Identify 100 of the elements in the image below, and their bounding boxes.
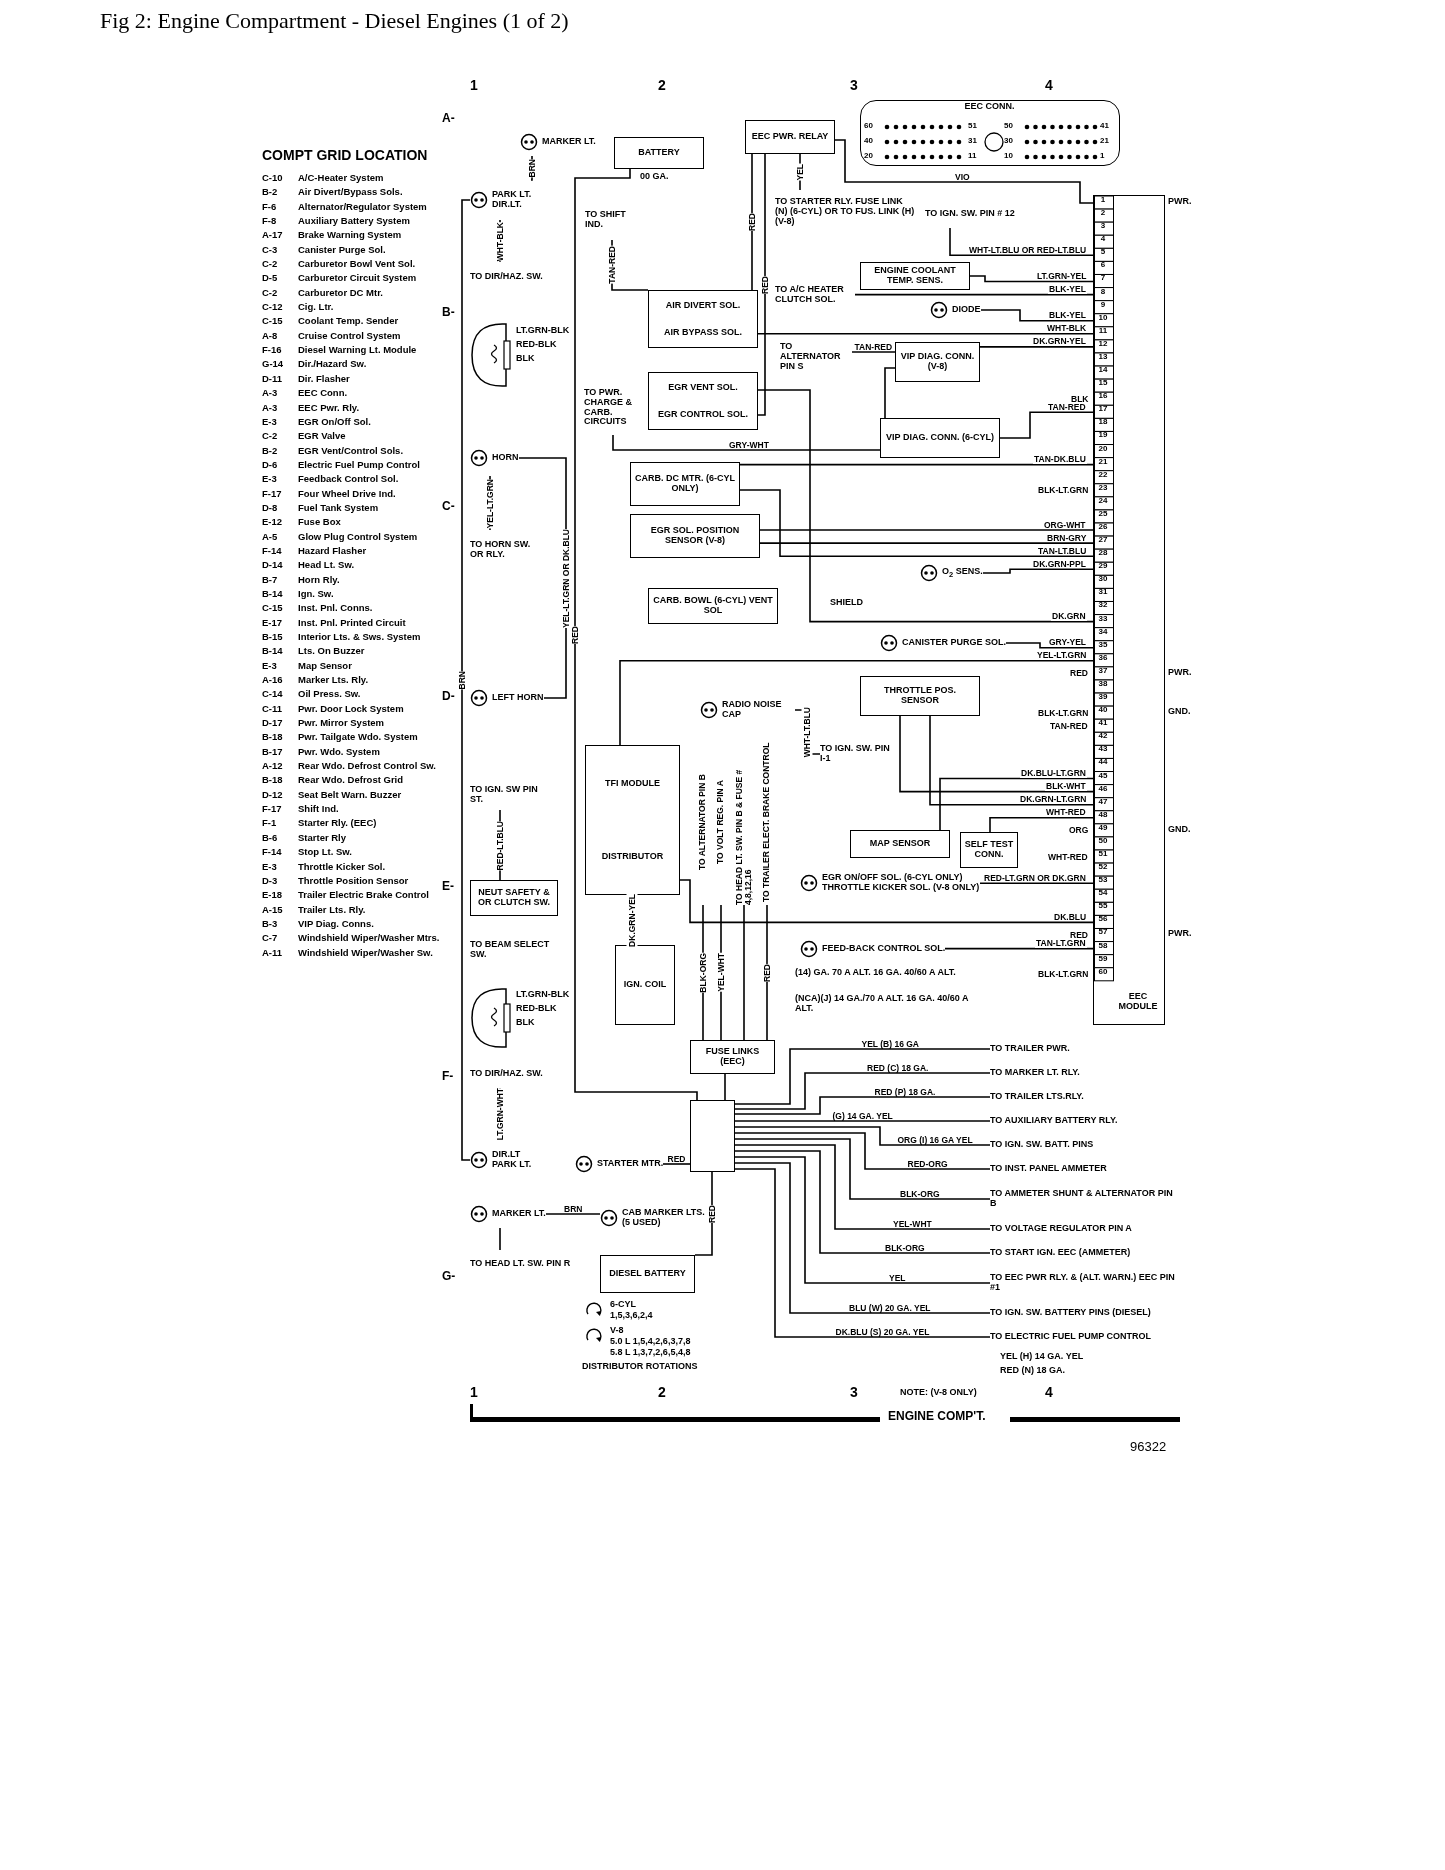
grid-reference: C- <box>442 500 455 514</box>
grid-entry: Throttle Kicker Sol. <box>298 860 387 873</box>
grid-code: C-11 <box>262 702 284 716</box>
destination-note: TO AUXILIARY BATTERY RLY. <box>990 1112 1118 1130</box>
wire <box>679 879 1094 924</box>
component-label: DISTRIBUTOR <box>601 851 664 862</box>
wire-label: YEL-WHT <box>892 1219 933 1228</box>
grid-code: C-3 <box>262 243 279 257</box>
grid-entry: Interior Lts. & Sws. System <box>298 631 422 644</box>
wire <box>757 389 1094 623</box>
wire-label: RED <box>1070 930 1088 940</box>
wire-label: DK.BLU-LT.GRN <box>1020 769 1087 778</box>
pin-number: 31 <box>968 137 977 146</box>
destination-note: TO AMMETER SHUNT & ALTERNATOR PIN B <box>990 1184 1180 1214</box>
grid-entry: A/C-Heater System <box>298 172 385 185</box>
wire-label: LT.GRN-WHT <box>494 1088 505 1141</box>
pin-group-label: GND. <box>1168 824 1191 835</box>
wire <box>734 1144 991 1230</box>
wire <box>979 882 1094 884</box>
destination-note: TO VOLTAGE REGULATOR PIN A <box>990 1220 1132 1238</box>
destination-note: TO PWR. CHARGE & CARB. CIRCUITS <box>584 380 642 435</box>
grid-code: A-3 <box>262 387 279 400</box>
component-box <box>630 514 760 558</box>
grid-code: A-8 <box>262 329 279 343</box>
wire-label: DK.GRN-PPL <box>1032 559 1087 569</box>
component-label: EGR SOL. POSITION SENSOR (V-8) <box>649 526 741 546</box>
wire-label: TAN-LT.BLU <box>1037 546 1088 556</box>
gauge-note: RED (N) 18 GA. <box>1000 1366 1065 1376</box>
grid-entry: Coolant Temp. Sender <box>298 315 400 328</box>
component-box <box>630 462 740 506</box>
destination-note: TO IGN. SW. PIN I-1 <box>820 740 890 768</box>
grid-entry: Four Wheel Drive Ind. <box>298 487 397 500</box>
pin-number: 1 <box>1100 152 1105 161</box>
grid-code: C-10 <box>262 172 284 185</box>
grid-entry: Pwr. Door Lock System <box>298 702 405 716</box>
gauge-note: (NCA)(J) 14 GA./70 A ALT. 16 GA. 40/60 A ALT. <box>795 994 970 1014</box>
component-box <box>600 1255 695 1293</box>
component-box <box>470 880 558 916</box>
wire-label: BLK-YEL <box>1048 311 1087 320</box>
grid-code: G-14 <box>262 358 285 371</box>
wire <box>734 1048 991 1105</box>
wire-label: (G) 14 GA. YEL <box>831 1111 894 1120</box>
component-label: DIR.LT. <box>492 200 523 210</box>
pin-number: 6 <box>1099 261 1107 271</box>
pin-number: 3 <box>1099 222 1107 231</box>
wire <box>757 153 766 416</box>
pin-number: 19 <box>1097 431 1109 441</box>
grid-entry: EEC Conn. <box>298 387 349 400</box>
destination-note: TO ELECTRIC FUEL PUMP CONTROL <box>990 1328 1151 1346</box>
component-box <box>648 588 778 624</box>
grid-entry: Rear Wdo. Defrost Control Sw. <box>298 760 437 773</box>
wire-label: DK.GRN <box>1051 612 1087 621</box>
wire-label: BLK-LT.GRN <box>1038 970 1089 980</box>
grid-code: A-16 <box>262 674 284 687</box>
grid-code: A-17 <box>262 229 284 242</box>
wire <box>574 168 698 1101</box>
wire <box>734 1072 991 1110</box>
grid-entry: Carburetor DC Mtr. <box>298 286 384 300</box>
pin-number: 29 <box>1097 562 1109 572</box>
component-box <box>860 676 980 716</box>
component-label: SHIELD <box>830 598 863 608</box>
grid-entry: Pwr. Wdo. System <box>298 745 381 759</box>
pin-number: 20 <box>1097 444 1109 454</box>
pin-number: 51 <box>968 122 977 131</box>
rotation-note: 6-CYL <box>610 1300 636 1310</box>
grid-entry: Rear Wdo. Defrost Grid <box>298 774 405 787</box>
pin-number: 2 <box>1099 209 1107 218</box>
grid-code: D-8 <box>262 501 279 515</box>
grid-entry: Inst. Pnl. Printed Circuit <box>298 616 407 629</box>
grid-code: D-12 <box>262 788 284 802</box>
destination-note: TO INST. PANEL AMMETER <box>990 1160 1107 1178</box>
pin-number: 43 <box>1097 745 1109 755</box>
destination-note: TO IGN. SW. PIN # 12 <box>925 200 1015 228</box>
component-label: RADIO NOISE CAP <box>722 700 783 720</box>
destination-note: TO IGN. SW. BATT. PINS <box>990 1136 1094 1154</box>
component-label: EGR VENT SOL. <box>668 382 738 393</box>
component-label: STARTER MTR. <box>597 1159 664 1169</box>
grid-reference: B- <box>442 306 455 320</box>
grid-entry: Glow Plug Control System <box>298 530 419 543</box>
pin-number: 54 <box>1097 889 1109 899</box>
grid-reference: D- <box>442 690 455 704</box>
component-label: FUSE LINKS (EEC) <box>704 1047 761 1067</box>
wire-label: BLK <box>1071 394 1089 404</box>
component-label: BATTERY <box>638 148 680 158</box>
component-box <box>614 137 704 169</box>
grid-entry: Cruise Control System <box>298 329 402 343</box>
wire-label: YEL (B) 16 GA <box>860 1039 920 1048</box>
wire <box>929 715 1094 806</box>
grid-entry: Diesel Warning Lt. Module <box>298 344 418 357</box>
pin-number: 7 <box>1099 274 1107 284</box>
component-label: SELF TEST CONN. <box>964 840 1014 860</box>
pin-number: 38 <box>1097 679 1109 689</box>
component-label: THROTTLE POS. SENSOR <box>883 686 957 706</box>
grid-code: E-17 <box>262 616 284 629</box>
grid-entry: Auxiliary Battery System <box>298 215 411 228</box>
wire-label: BLK-ORG <box>884 1243 926 1252</box>
section-heading: COMPT GRID LOCATION <box>262 148 428 164</box>
wire <box>734 1126 991 1146</box>
component-label: DIR.LT <box>492 1150 522 1160</box>
wire-label: 00 GA. <box>640 172 669 182</box>
